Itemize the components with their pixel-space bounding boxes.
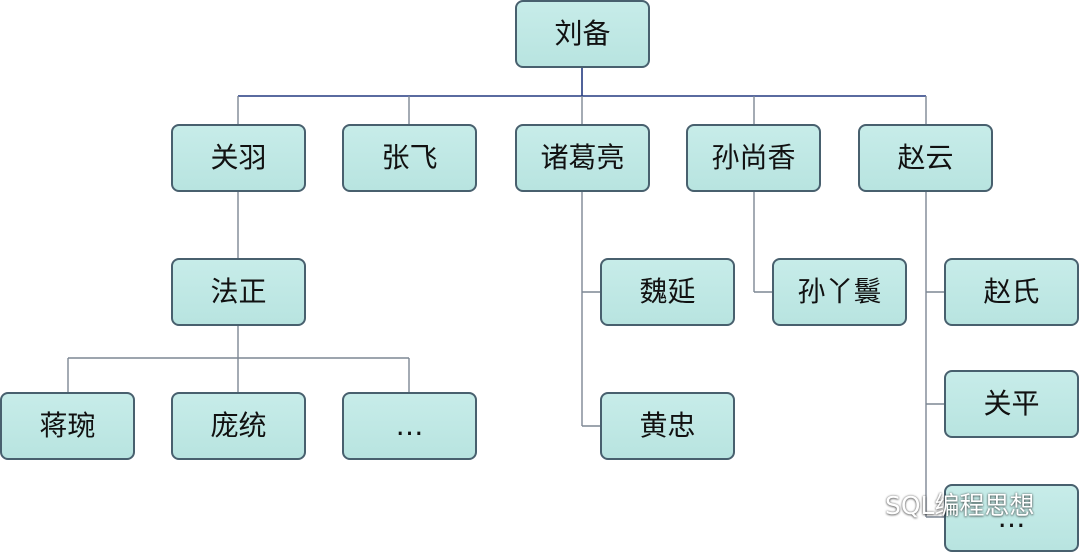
node-fazheng: 法正	[171, 258, 306, 326]
node-weiyan: 魏延	[600, 258, 735, 326]
node-guanyu: 关羽	[171, 124, 306, 192]
node-jiangwan: 蒋琬	[0, 392, 135, 460]
node-zhangfei: 张飞	[342, 124, 477, 192]
node-pangtong: 庞统	[171, 392, 306, 460]
node-zhugeliang: 诸葛亮	[515, 124, 650, 192]
node-zhaoyun-more: …	[944, 484, 1079, 552]
node-liubei: 刘备	[515, 0, 650, 68]
node-fazheng-more: …	[342, 392, 477, 460]
node-huangzhong: 黄忠	[600, 392, 735, 460]
node-sunshangxiang: 孙尚香	[686, 124, 821, 192]
node-guanping: 关平	[944, 370, 1079, 438]
node-zhaoshi: 赵氏	[944, 258, 1079, 326]
node-sunyahuan: 孙丫鬟	[772, 258, 907, 326]
node-zhaoyun: 赵云	[858, 124, 993, 192]
